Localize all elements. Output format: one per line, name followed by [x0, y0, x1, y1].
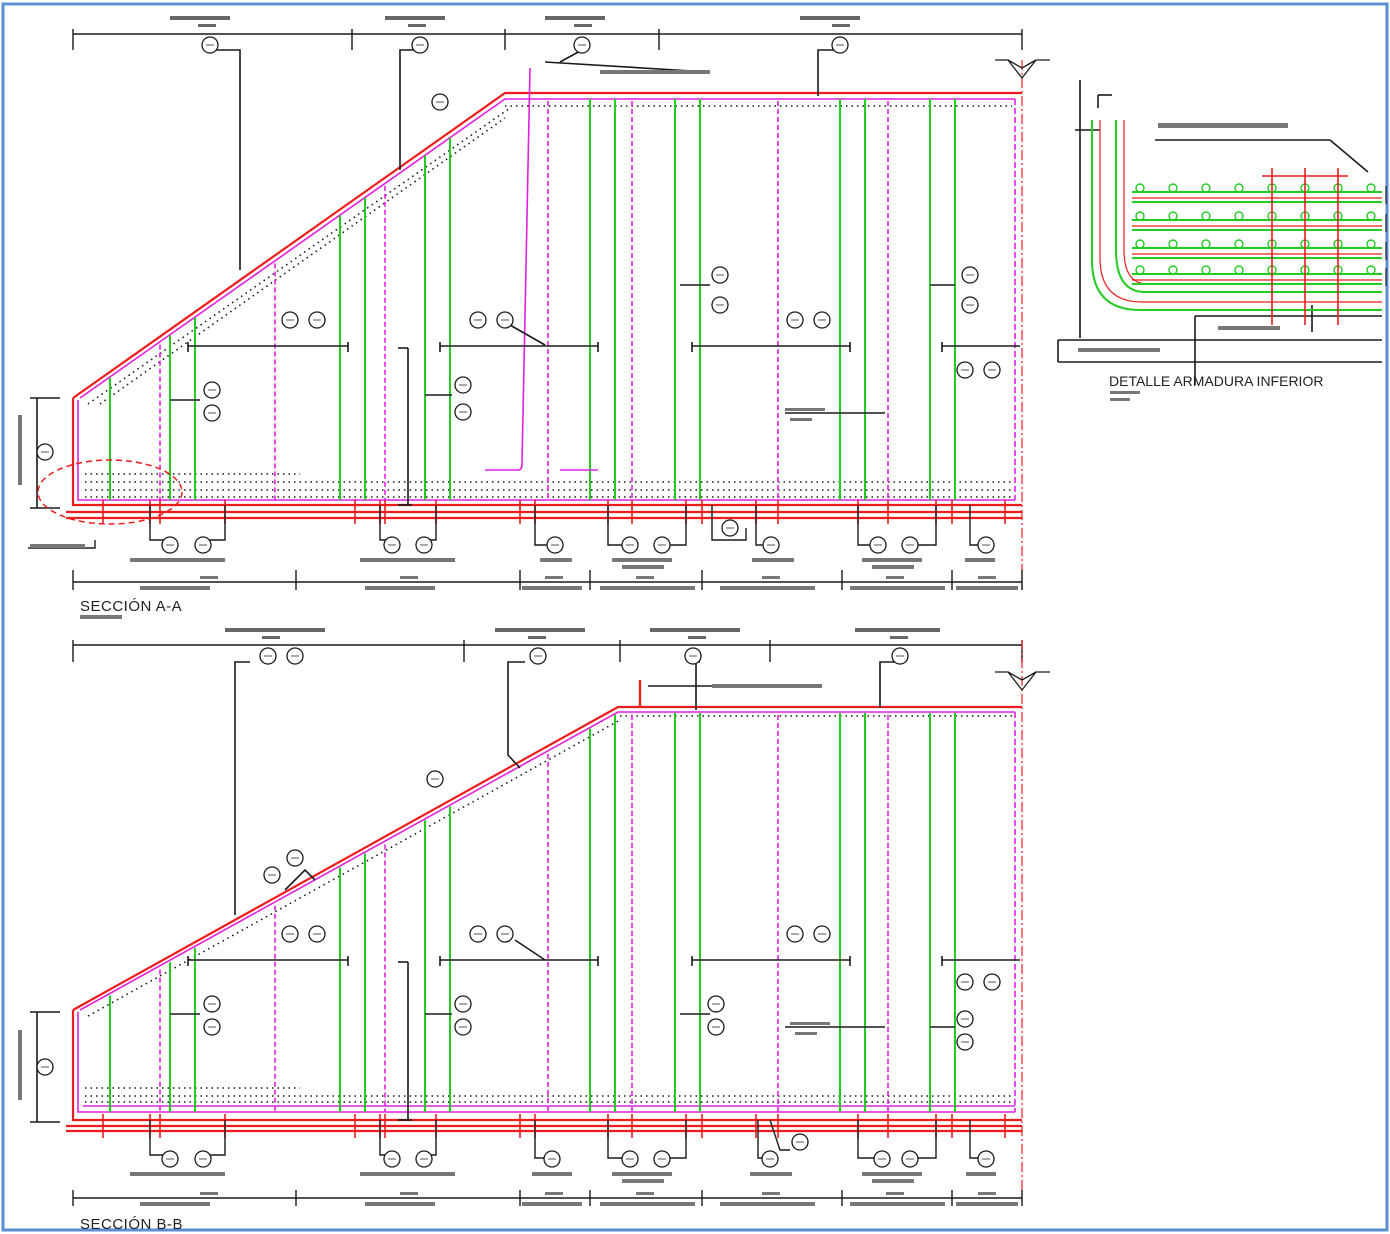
- detail-rebar-section: [1201, 183, 1211, 193]
- detail-rebar-section: [1234, 211, 1244, 221]
- section-bb-drawing: [18, 628, 1050, 1206]
- section-aa-title: SECCIÓN A-A: [80, 598, 182, 615]
- section-bb-title: SECCIÓN B-B: [80, 1216, 183, 1233]
- detail-rebar-section: [1168, 211, 1178, 221]
- detail-rebar-section: [1135, 239, 1145, 249]
- detail-rebar-section: [1168, 183, 1178, 193]
- detail-rebar-section: [1234, 183, 1244, 193]
- detail-rebar-section: [1201, 265, 1211, 275]
- detail-title: DETALLE ARMADURA INFERIOR: [1109, 373, 1323, 389]
- detail-rebar-section: [1201, 239, 1211, 249]
- section-aa-drawing: [18, 16, 1050, 590]
- detail-rebar-section: [1366, 265, 1376, 275]
- detail-rebar-section: [1168, 265, 1178, 275]
- detail-rebar-section: [1168, 239, 1178, 249]
- detail-drawing: [1057, 80, 1387, 401]
- detail-rebar-section: [1201, 211, 1211, 221]
- detail-rebar-section: [1234, 239, 1244, 249]
- detail-rebar-section: [1234, 265, 1244, 275]
- detail-rebar-section: [1366, 211, 1376, 221]
- detail-rebar-section: [1135, 265, 1145, 275]
- section-aa-scale: [80, 615, 122, 619]
- detail-rebar-section: [1366, 183, 1376, 193]
- detail-rebar-section: [1366, 239, 1376, 249]
- detail-rebar-section: [1135, 211, 1145, 221]
- detail-rebar-section: [1135, 183, 1145, 193]
